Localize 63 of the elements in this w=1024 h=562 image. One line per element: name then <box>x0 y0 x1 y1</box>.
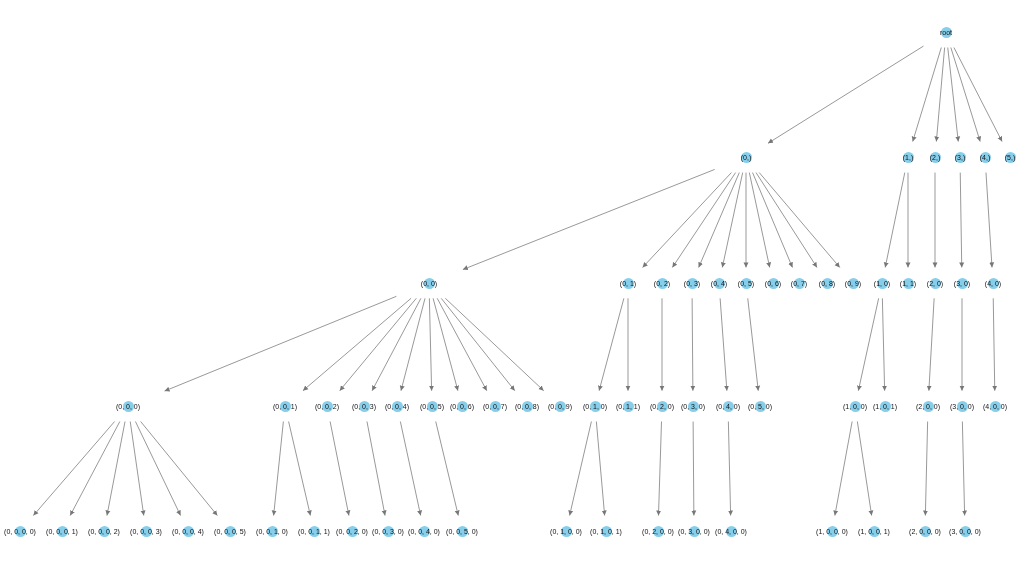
arrow <box>129 421 146 516</box>
arrow <box>462 168 716 271</box>
arrow <box>992 297 998 392</box>
arrow <box>371 297 422 392</box>
arrow <box>428 297 434 392</box>
arrow <box>329 421 351 516</box>
arrow <box>953 47 1003 142</box>
arrow <box>985 172 995 268</box>
arrow <box>339 297 417 392</box>
arrow <box>727 421 733 516</box>
arrow <box>926 297 935 392</box>
arrow <box>656 421 662 516</box>
arrow <box>923 421 929 516</box>
arrow <box>883 172 906 268</box>
arrow <box>436 297 488 392</box>
arrow <box>752 172 793 268</box>
arrow <box>690 297 696 392</box>
arrow <box>671 172 737 268</box>
arrow <box>950 47 982 142</box>
arrow <box>32 421 116 516</box>
arrow <box>961 421 967 516</box>
arrow <box>134 421 182 516</box>
arrow <box>748 172 772 268</box>
arrow <box>659 297 665 392</box>
arrow <box>747 297 761 392</box>
arrow <box>905 172 911 268</box>
arrow <box>140 421 218 516</box>
arrow <box>743 172 749 268</box>
arrow <box>642 172 732 268</box>
arrow <box>444 297 545 392</box>
arrow <box>755 172 818 268</box>
arrow <box>288 421 312 516</box>
arrow <box>719 297 729 392</box>
arrow <box>625 297 631 392</box>
arrow <box>691 421 697 516</box>
arrow <box>164 295 397 392</box>
arrow <box>698 172 740 268</box>
arrow <box>857 297 880 392</box>
arrow <box>568 421 592 516</box>
arrow <box>833 421 853 516</box>
arrow <box>366 421 387 516</box>
arrow <box>595 421 607 516</box>
arrow <box>934 47 946 142</box>
arrow <box>911 47 942 142</box>
arrow <box>959 172 965 268</box>
arrow <box>69 421 121 516</box>
arrow <box>767 45 924 144</box>
arrow <box>399 421 423 516</box>
arrow <box>302 297 412 392</box>
arrow <box>932 172 938 268</box>
arrow <box>440 297 516 392</box>
arrow <box>105 421 126 516</box>
arrow <box>947 47 961 142</box>
arrow <box>432 297 459 392</box>
arrow <box>720 172 744 268</box>
arrow <box>881 297 887 392</box>
arrow <box>271 421 284 516</box>
arrow <box>959 297 965 392</box>
arrow <box>856 421 874 516</box>
arrow <box>598 297 625 392</box>
arrow <box>399 297 426 392</box>
arrow <box>435 421 460 516</box>
arrow <box>758 172 841 268</box>
